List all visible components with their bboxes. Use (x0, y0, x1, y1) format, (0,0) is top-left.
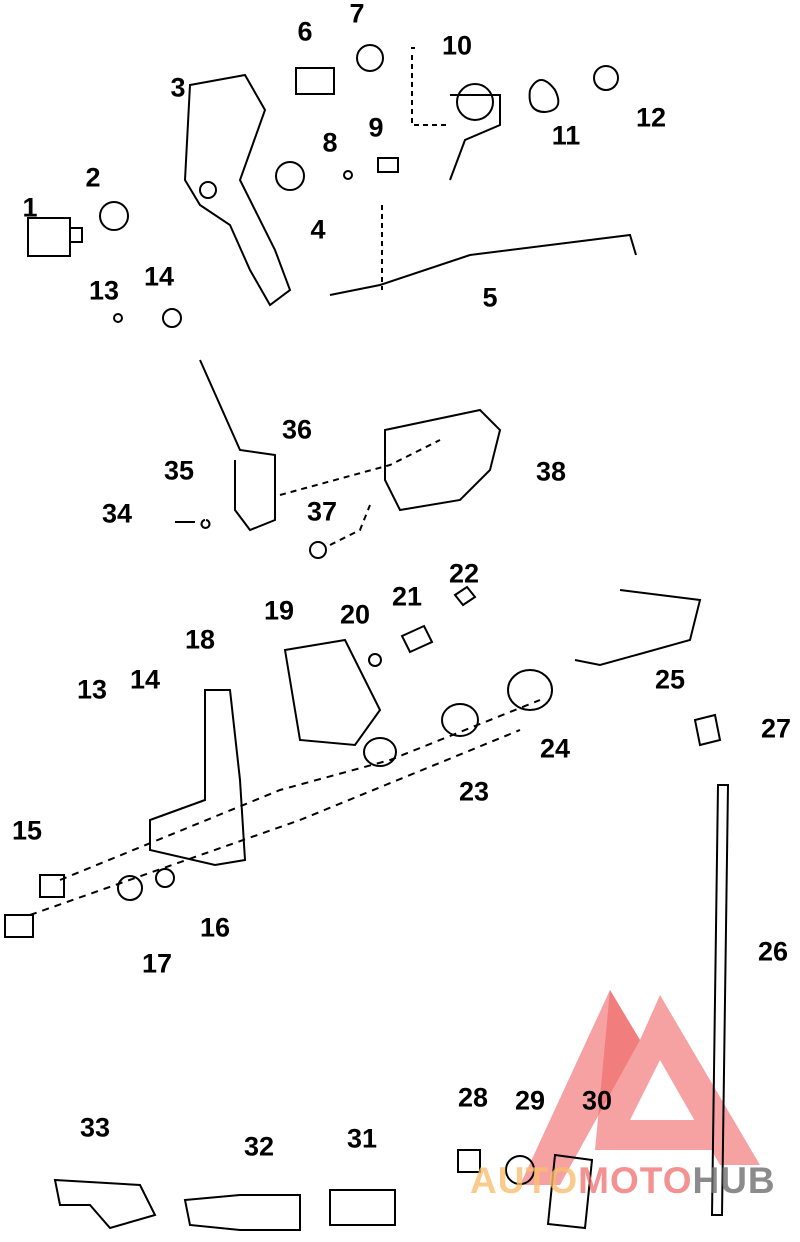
callout-label: 37 (306, 496, 338, 527)
part-15 (4, 874, 65, 938)
part-16 (155, 868, 175, 888)
callout-label: 22 (448, 558, 480, 589)
part-20 (368, 653, 382, 667)
watermark-text: AUTOMOTOHUB (470, 1160, 776, 1202)
callout-label: 10 (441, 30, 473, 61)
part-9 (377, 157, 399, 173)
callout-label: 32 (243, 1131, 275, 1162)
callout-label: 4 (310, 214, 326, 245)
callout-label: 6 (297, 16, 313, 47)
callout-label: 17 (141, 948, 173, 979)
callout-label: 13 (88, 275, 120, 306)
callout-label: 14 (143, 261, 175, 292)
callout-label: 19 (263, 595, 295, 626)
part-17 (117, 875, 143, 901)
callout-label: 5 (482, 282, 498, 313)
callout-label: 35 (163, 455, 195, 486)
part-18 (149, 689, 247, 867)
callout-label: 2 (85, 162, 101, 193)
part-1 (27, 217, 83, 257)
callout-label: 7 (349, 0, 365, 29)
part-14 (162, 308, 182, 328)
callout-label: 21 (391, 581, 423, 612)
part-11 (528, 79, 560, 114)
part-10 (449, 94, 501, 181)
callout-label: 9 (368, 112, 384, 143)
part-33 (53, 1178, 157, 1230)
callout-label: 25 (654, 664, 686, 695)
callout-label: 34 (101, 498, 133, 529)
part-24 (507, 669, 553, 711)
part-38 (384, 408, 502, 512)
callout-label: 8 (322, 127, 338, 158)
callout-label: 16 (199, 912, 231, 943)
part-27 (693, 713, 722, 747)
callout-label: 23 (458, 776, 490, 807)
part-28 (457, 1149, 481, 1173)
part-26 (710, 784, 730, 1216)
callout-label: 18 (184, 624, 216, 655)
watermark-logo (520, 990, 760, 1185)
part-23b (363, 737, 397, 767)
callout-label: 12 (635, 102, 667, 133)
callout-label: 13 (76, 674, 108, 705)
part-25 (574, 589, 702, 667)
callout-label: 1 (22, 192, 38, 223)
part-21 (400, 624, 434, 654)
callout-label: 29 (514, 1085, 546, 1116)
watermark-auto: AUTO (470, 1160, 579, 1201)
part-8 (343, 170, 353, 180)
callout-label: 38 (535, 456, 567, 487)
callout-label: 3 (170, 72, 186, 103)
part-13 (113, 313, 123, 323)
callout-label: 15 (11, 815, 43, 846)
part-5 (329, 233, 637, 296)
part-32 (183, 1194, 301, 1231)
callout-label: 36 (281, 414, 313, 445)
callout-label: 20 (339, 599, 371, 630)
callout-label: 11 (551, 120, 581, 151)
callout-label: 33 (79, 1112, 111, 1143)
callout-label: 31 (346, 1123, 378, 1154)
callout-label: 26 (757, 936, 789, 967)
callout-label: 24 (539, 733, 571, 764)
callout-label: 14 (129, 664, 161, 695)
part-34-35 (175, 519, 211, 529)
watermark-moto: MOTO (578, 1160, 693, 1201)
part-7 (356, 44, 384, 72)
part-3 (183, 73, 292, 307)
callout-label: 27 (760, 713, 792, 744)
part-12 (593, 65, 619, 91)
part-29 (505, 1155, 535, 1185)
part-2 (99, 201, 129, 231)
part-4 (275, 161, 305, 191)
part-22 (453, 585, 477, 607)
part-31 (329, 1189, 396, 1226)
part-37 (309, 541, 327, 559)
part-23a (441, 703, 479, 737)
callout-label: 30 (581, 1085, 613, 1116)
part-6 (295, 67, 335, 95)
watermark-hub: HUB (692, 1160, 776, 1201)
part-19 (283, 638, 382, 747)
part-36 (199, 359, 276, 532)
part-30 (546, 1153, 594, 1230)
callout-label: 28 (457, 1082, 489, 1113)
